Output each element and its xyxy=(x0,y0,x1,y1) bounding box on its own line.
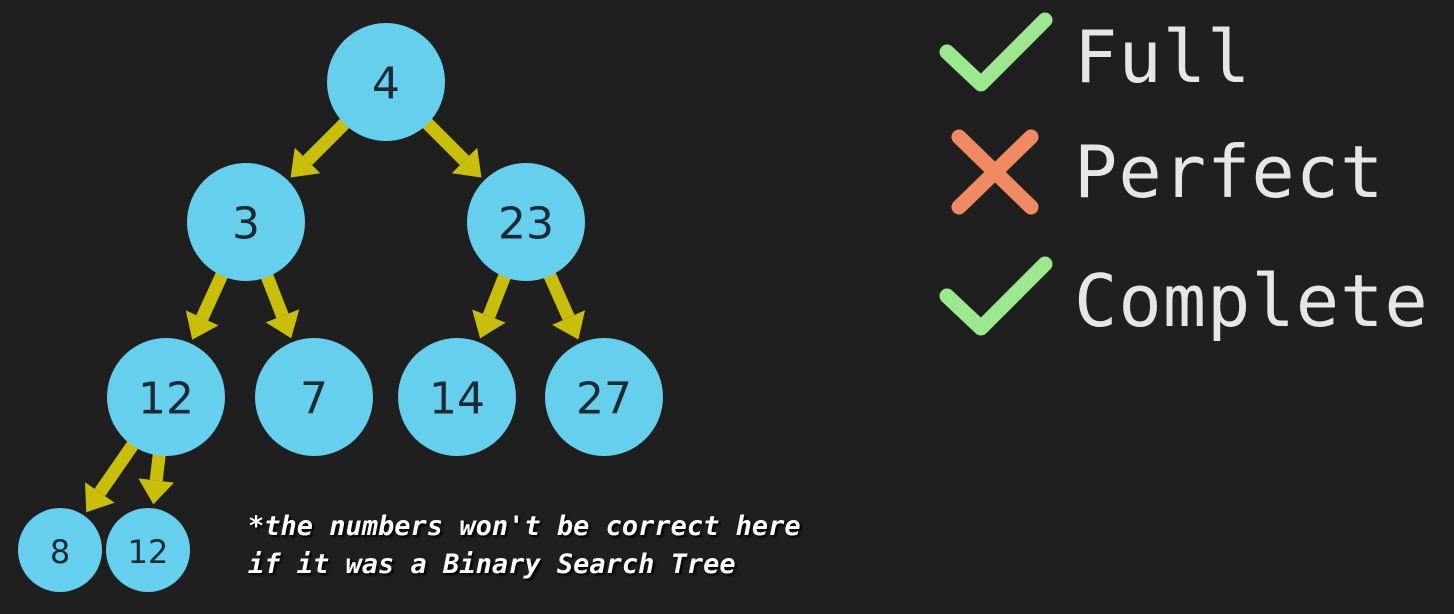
tree-edge-arrow xyxy=(138,450,175,505)
tree-edge-arrow xyxy=(185,269,230,340)
tree-node-value: 8 xyxy=(50,533,70,571)
tree-node-value: 4 xyxy=(372,59,400,110)
tree-node: 3 xyxy=(187,163,305,281)
tree-edge-arrow xyxy=(542,269,586,340)
tree-node-value: 12 xyxy=(138,374,194,425)
binary-tree-diagram: 4 3 23 12 7 14 27 8 12 xyxy=(18,23,663,592)
tree-node-circle xyxy=(255,338,373,456)
tree-node: 12 xyxy=(107,338,225,456)
tree-node-circle xyxy=(107,338,225,456)
tree-node-value: 3 xyxy=(232,199,260,250)
tree-node: 23 xyxy=(467,163,585,281)
tree-node-circle xyxy=(106,508,190,592)
legend-row-complete: Complete xyxy=(930,246,1429,356)
tree-node-value: 23 xyxy=(498,199,554,250)
tree-edge-arrow xyxy=(259,270,300,339)
tree-node-circle xyxy=(18,508,102,592)
tree-node-circle xyxy=(187,163,305,281)
footnote-line-2: if it was a Binary Search Tree xyxy=(248,549,736,580)
footnote-line-1: *the numbers won't be correct here xyxy=(248,511,801,542)
tree-edge-arrow xyxy=(85,438,141,513)
tree-node: 7 xyxy=(255,338,373,456)
tree-node-circle xyxy=(545,338,663,456)
tree-edge-arrow xyxy=(472,270,512,339)
tree-node-circle xyxy=(398,338,516,456)
tree-node-circle xyxy=(467,163,585,281)
tree-edge-arrow xyxy=(420,116,482,178)
tree-node: 14 xyxy=(398,338,516,456)
legend-row-full: Full xyxy=(930,2,1251,112)
tree-node: 12 xyxy=(106,508,190,592)
tree-node: 8 xyxy=(18,508,102,592)
tree-node-value: 12 xyxy=(128,533,169,571)
tree-edge-arrow xyxy=(290,116,352,178)
cross-icon xyxy=(930,117,1060,227)
legend-label-full: Full xyxy=(1074,15,1252,99)
tree-node: 4 xyxy=(327,23,445,141)
footnote: *the numbers won't be correct here if it… xyxy=(248,508,801,584)
check-icon xyxy=(930,246,1060,356)
tree-node-value: 7 xyxy=(300,374,328,425)
legend-row-perfect: Perfect xyxy=(930,117,1384,227)
legend-label-perfect: Perfect xyxy=(1074,130,1385,214)
legend-label-complete: Complete xyxy=(1074,259,1429,343)
tree-node-circle xyxy=(327,23,445,141)
tree-node: 27 xyxy=(545,338,663,456)
check-icon xyxy=(930,2,1060,112)
tree-node-value: 14 xyxy=(429,374,485,425)
tree-node-value: 27 xyxy=(576,374,632,425)
